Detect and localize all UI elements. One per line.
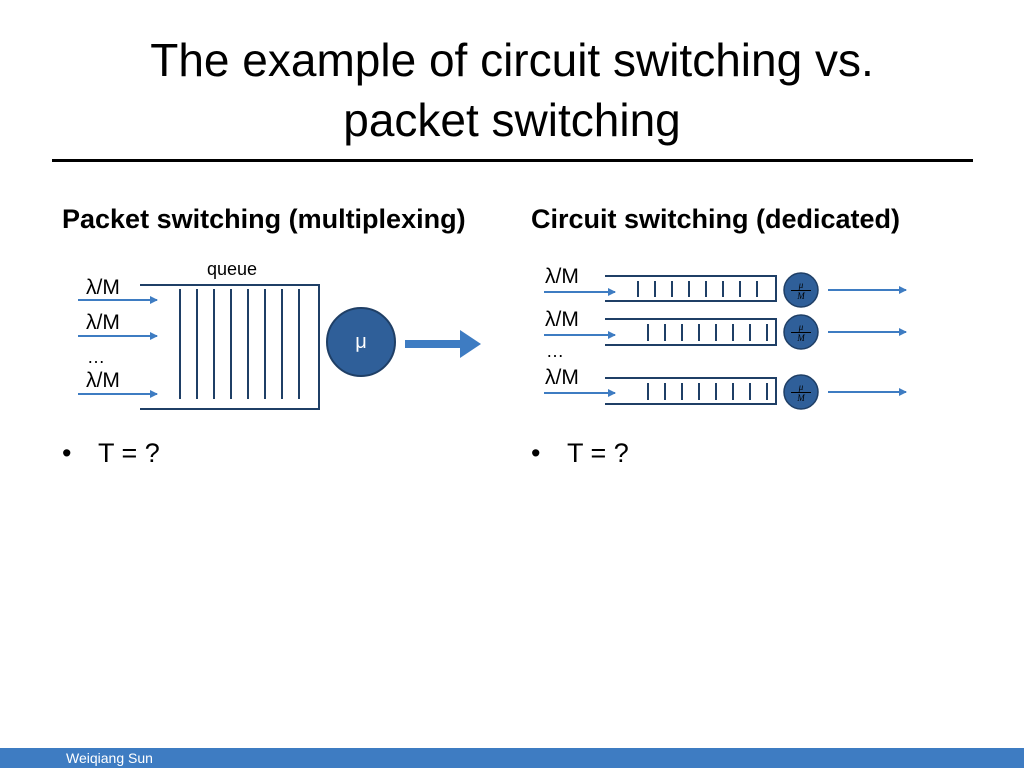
circuit-queue-2 [605,318,777,346]
circuit-queue-1 [605,275,777,302]
circuit-input-label-3: λ/M [545,366,579,389]
circuit-switching-heading: Circuit switching (dedicated) [531,204,901,234]
circuit-server-label-2: μ M [791,322,811,343]
circuit-server-numerator-2: μ [791,322,811,333]
packet-input-label-3: λ/M [86,369,120,392]
circuit-server-numerator-3: μ [791,382,811,393]
packet-bullet-text: T = ? [98,438,160,468]
title-underline [52,159,973,162]
packet-input-label-1: λ/M [86,276,120,299]
circuit-server-denominator-3: M [797,393,805,403]
circuit-bullet: • T = ? [531,436,629,470]
bullet-marker: • [62,438,72,468]
packet-input-ellipsis: … [87,347,105,367]
packet-queue [140,284,320,410]
circuit-server-numerator-1: μ [791,280,811,291]
packet-output-arrow [405,330,481,358]
packet-server-label: μ [355,331,367,353]
queue-label: queue [207,259,258,279]
packet-input-label-2: λ/M [86,311,120,334]
circuit-server-denominator-2: M [797,333,805,343]
circuit-server-denominator-1: M [797,291,805,301]
circuit-server-label-3: μ M [791,382,811,403]
title-line-2: packet switching [343,94,681,146]
circuit-input-label-1: λ/M [545,265,579,288]
packet-bullet: • T = ? [62,436,160,470]
circuit-server-label-1: μ M [791,280,811,301]
title-line-1: The example of circuit switching vs. [150,34,874,86]
footer-bar: Weiqiang Sun [0,748,1024,768]
bullet-marker: • [531,438,541,468]
circuit-input-label-2: λ/M [545,308,579,331]
circuit-input-ellipsis: … [546,341,564,361]
circuit-bullet-text: T = ? [567,438,629,468]
packet-switching-heading: Packet switching (multiplexing) [62,204,466,234]
slide-title: The example of circuit switching vs. pac… [40,30,984,150]
footer-author: Weiqiang Sun [66,750,153,766]
circuit-queue-3 [605,377,777,405]
packet-server-circle [326,307,396,377]
